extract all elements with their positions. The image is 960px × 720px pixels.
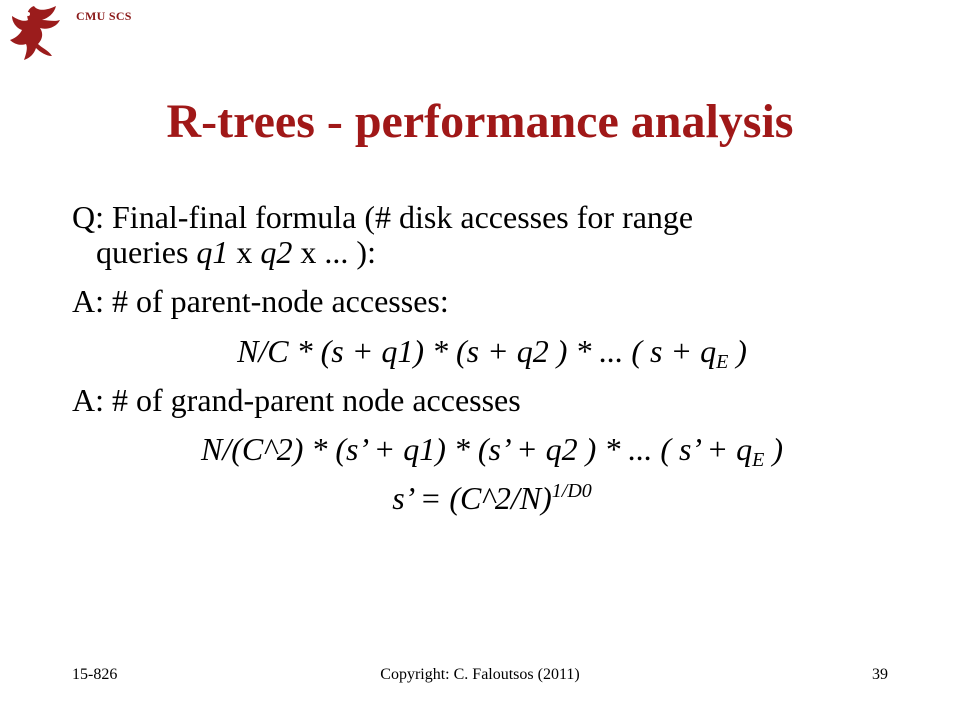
griffin-icon bbox=[10, 6, 60, 60]
formula-grandparent: N/(C^2) * (s’ + q1) * (s’ + q2 ) * ... (… bbox=[72, 430, 912, 470]
question-text-2b: x bbox=[228, 234, 261, 271]
question-var-q2: q2 bbox=[260, 234, 293, 271]
formula-parent-end: ) bbox=[728, 332, 747, 369]
formula-s-prime-exponent: 1/D0 bbox=[551, 480, 592, 503]
footer-course: 15-826 bbox=[72, 666, 118, 683]
formula-grandparent-main: N/(C^2) * (s’ + q1) * (s’ + q2 ) * ... (… bbox=[200, 430, 753, 467]
formula-s-prime-main: s’ = (C^2/N) bbox=[392, 480, 552, 517]
org-label: CMU SCS bbox=[76, 9, 132, 23]
question-var-q1: q1 bbox=[196, 234, 229, 271]
formula-parent: N/C * (s + q1) * (s + q2 ) * ... ( s + q… bbox=[72, 332, 912, 372]
question-continuation: queries q1 x q2 x ... ): bbox=[72, 235, 912, 270]
formula-grandparent-end: ) bbox=[764, 430, 783, 467]
slide-body: Q: Final-final formula (# disk accesses … bbox=[72, 199, 912, 516]
formula-parent-sub: E bbox=[716, 350, 729, 373]
footer-page-number: 39 bbox=[872, 666, 888, 683]
answer-grandparent-line: A: # of grand-parent node accesses bbox=[72, 381, 521, 418]
formula-parent-main: N/C * (s + q1) * (s + q2 ) * ... ( s + q bbox=[237, 332, 717, 369]
slide-title: R-trees - performance analysis bbox=[166, 95, 794, 148]
footer-copyright: Copyright: C. Faloutsos (2011) bbox=[380, 666, 580, 683]
formula-grandparent-sub: E bbox=[752, 448, 765, 471]
answer-parent-line: A: # of parent-node accesses: bbox=[72, 283, 449, 320]
question-text-1: Q: Final-final formula (# disk accesses … bbox=[72, 199, 694, 235]
question-line: Q: Final-final formula (# disk accesses … bbox=[72, 199, 912, 235]
question-text-2a: queries bbox=[96, 234, 197, 271]
question-text-2c: x ... ): bbox=[292, 234, 376, 271]
formula-s-prime: s’ = (C^2/N)1/D0 bbox=[72, 481, 912, 516]
